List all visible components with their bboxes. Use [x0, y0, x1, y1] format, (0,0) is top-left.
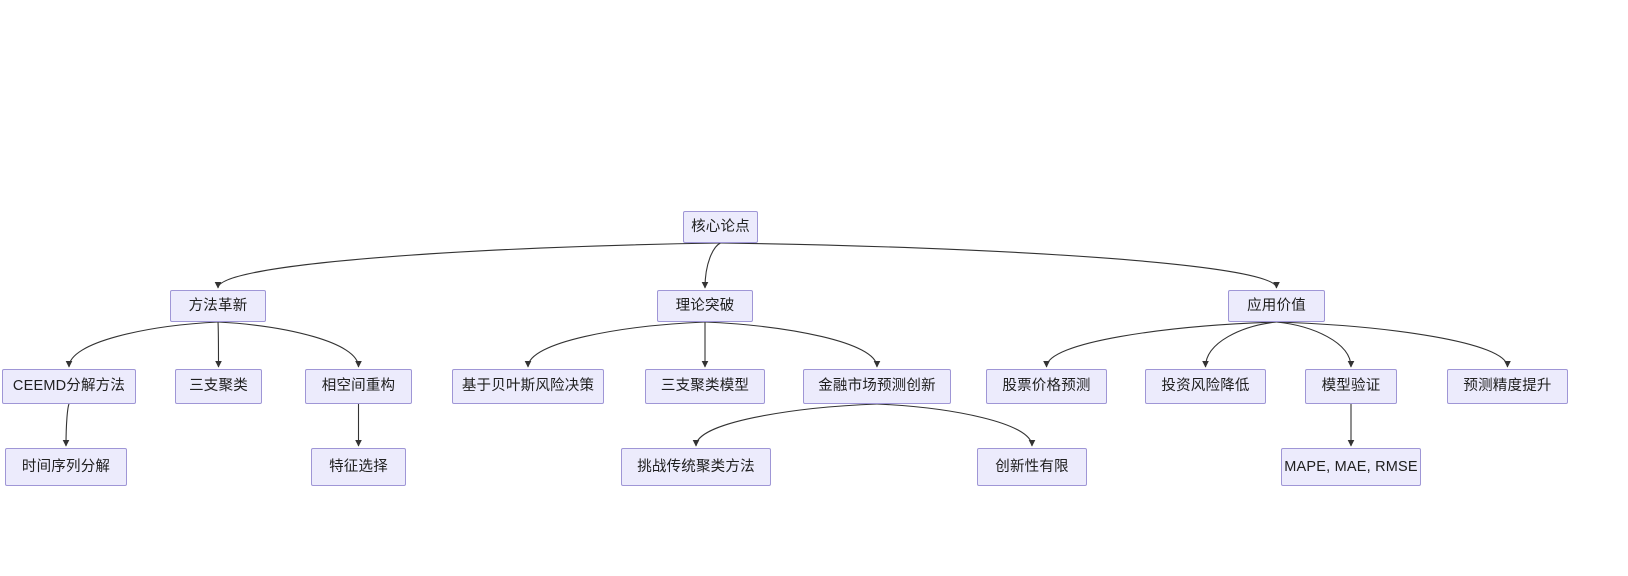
flowchart-edge-l2c-to-l3h: [1202, 321, 1277, 368]
flowchart-node-label: 模型验证: [1321, 378, 1381, 395]
flowchart-node-root[interactable]: 核心论点: [683, 211, 758, 243]
flowchart-edge-l3f-to-l4c: [692, 403, 878, 447]
flowchart-edge-root-to-l2a: [214, 242, 721, 289]
flowchart-edge-root-to-l2c: [720, 242, 1280, 289]
flowchart-node-l3d[interactable]: 基于贝叶斯风险决策: [452, 369, 604, 404]
flowchart-edge-l2b-to-l3d: [524, 321, 706, 368]
flowchart-edge-l2a-to-l3a: [65, 321, 219, 368]
flowchart-node-label: 创新性有限: [995, 458, 1069, 475]
flowchart-edge-root-to-l2b: [701, 242, 721, 289]
flowchart-node-label: 应用价值: [1247, 297, 1306, 314]
flowchart-node-l3g[interactable]: 股票价格预测: [986, 369, 1107, 404]
flowchart-node-l3i[interactable]: 模型验证: [1305, 369, 1397, 404]
flowchart-node-label: 投资风险降低: [1161, 378, 1250, 395]
flowchart-node-l2a[interactable]: 方法革新: [170, 290, 266, 322]
flowchart-node-l3f[interactable]: 金融市场预测创新: [803, 369, 951, 404]
flowchart-edge-l2b-to-l3f: [704, 321, 881, 368]
flowchart-node-l3a[interactable]: CEEMD分解方法: [2, 369, 136, 404]
edge-paths: [62, 242, 1511, 447]
flowchart-node-l3e[interactable]: 三支聚类模型: [645, 369, 765, 404]
flowchart-node-label: 三支聚类: [189, 378, 248, 395]
flowchart-node-l3c[interactable]: 相空间重构: [305, 369, 412, 404]
flowchart-edge-l3f-to-l4d: [876, 403, 1036, 447]
flowchart-node-l3j[interactable]: 预测精度提升: [1447, 369, 1568, 404]
flowchart-edge-l2a-to-l3c: [217, 321, 362, 368]
flowchart-edge-l3a-to-l4a: [62, 403, 70, 447]
flowchart-edge-l2c-to-l3g: [1043, 321, 1277, 368]
flowchart-edge-l2c-to-l3j: [1276, 321, 1511, 368]
flowchart-node-label: 金融市场预测创新: [818, 378, 936, 395]
flowchart-edge-l2a-to-l3b: [215, 321, 222, 368]
flowchart-node-l4b[interactable]: 特征选择: [311, 448, 406, 486]
flowchart-node-label: 三支聚类模型: [660, 378, 750, 395]
flowchart-node-label: 基于贝叶斯风险决策: [461, 378, 595, 395]
flowchart-node-label: 预测精度提升: [1463, 378, 1552, 395]
flowchart-node-label: 挑战传统聚类方法: [637, 458, 755, 475]
flowchart-node-label: 特征选择: [329, 458, 388, 475]
flowchart-node-l2b[interactable]: 理论突破: [657, 290, 753, 322]
flowchart-node-label: 理论突破: [675, 297, 735, 314]
flowchart-node-label: 时间序列分解: [21, 458, 111, 475]
flowchart-node-l4d[interactable]: 创新性有限: [977, 448, 1087, 486]
flowchart-node-label: 相空间重构: [321, 378, 396, 395]
flowchart-node-label: MAPE, MAE, RMSE: [1284, 458, 1418, 475]
flowchart-node-label: 方法革新: [188, 297, 248, 314]
flowchart-node-label: 核心论点: [691, 218, 750, 235]
flowchart-edge-l2c-to-l3i: [1276, 321, 1355, 368]
flowchart-node-l3h[interactable]: 投资风险降低: [1145, 369, 1266, 404]
flowchart-node-l4a[interactable]: 时间序列分解: [5, 448, 127, 486]
flowchart-node-l3b[interactable]: 三支聚类: [175, 369, 262, 404]
flowchart-node-l4e[interactable]: MAPE, MAE, RMSE: [1281, 448, 1421, 486]
flowchart-node-l4c[interactable]: 挑战传统聚类方法: [621, 448, 771, 486]
flowchart-node-label: CEEMD分解方法: [12, 378, 126, 395]
flowchart-node-label: 股票价格预测: [1002, 378, 1091, 395]
flowchart-node-l2c[interactable]: 应用价值: [1228, 290, 1325, 322]
